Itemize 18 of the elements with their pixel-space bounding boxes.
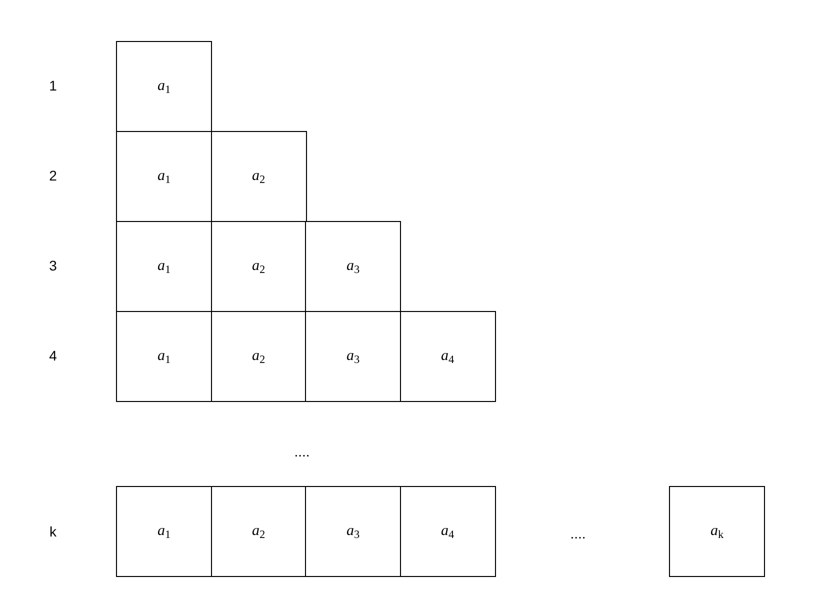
sequence-cell: a$_{2}$ — [210, 486, 306, 577]
sequence-cell: a$_{1}$ — [116, 311, 212, 402]
sequence-cell: a$_{1}$ — [116, 486, 212, 577]
row-label: 1 — [49, 76, 57, 96]
sequence-cell: a$_{4}$ — [400, 311, 496, 402]
row-label: k — [50, 522, 56, 542]
row-label: 3 — [49, 256, 57, 276]
row-label: 4 — [49, 346, 57, 366]
sequence-cell: a$_{1}$ — [116, 41, 212, 132]
sequence-cell: a$_{2}$ — [210, 131, 306, 222]
row-label: .... — [294, 442, 310, 462]
sequence-cell: a$_{4}$ — [400, 486, 496, 577]
sequence-cell: a$_{3}$ — [305, 221, 401, 312]
sequence-cell: a$_{3}$ — [305, 486, 401, 577]
row-label: 2 — [49, 166, 57, 186]
sequence-cell: a$_{3}$ — [305, 311, 401, 402]
sequence-cell: a$_{k}$ — [669, 486, 765, 577]
row-label: .... — [570, 524, 586, 544]
